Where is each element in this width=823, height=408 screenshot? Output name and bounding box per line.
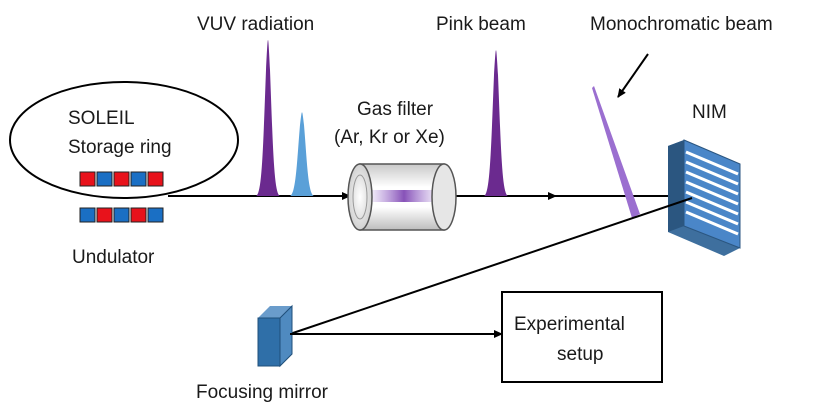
experimental-setup-box [501, 291, 663, 383]
vuv-peak-purple [256, 40, 280, 196]
focusing-mirror [257, 304, 293, 368]
soleil-label: SOLEIL [68, 108, 135, 129]
undulator [79, 171, 164, 223]
gas-filter [347, 163, 457, 231]
vuv-radiation-label: VUV radiation [197, 14, 314, 35]
experimental-setup-label: Experimental [514, 314, 625, 335]
experimental-setup-label-2: setup [557, 344, 603, 365]
undulator-magnet-top-red [79, 171, 96, 187]
pink-beam-label: Pink beam [436, 14, 526, 35]
gas-filter-label: Gas filter [357, 99, 434, 120]
undulator-magnet-bottom-red [130, 207, 147, 223]
undulator-magnet-bottom-blue [79, 207, 96, 223]
monochromatic-beam-streak [592, 86, 640, 218]
undulator-magnet-bottom-blue [147, 207, 164, 223]
monochromatic-arrow [617, 53, 649, 98]
storage-ring-label: Storage ring [68, 137, 172, 158]
monochromatic-beam-label: Monochromatic beam [590, 14, 773, 35]
undulator-magnet-bottom-blue [113, 207, 130, 223]
vuv-peak-blue [290, 112, 314, 196]
storage-ring [9, 81, 239, 199]
nim-label: NIM [692, 102, 727, 123]
beam-nim-to-mirror [289, 197, 693, 335]
pink-beam-peak [484, 50, 508, 196]
nim-grating [668, 139, 741, 256]
undulator-magnet-top-red [113, 171, 130, 187]
focusing-mirror-label: Focusing mirror [196, 382, 329, 403]
undulator-magnet-top-blue [96, 171, 113, 187]
gas-filter-gases-label: (Ar, Kr or Xe) [334, 127, 445, 148]
undulator-magnet-top-blue [130, 171, 147, 187]
undulator-label: Undulator [72, 247, 155, 268]
undulator-magnet-bottom-red [96, 207, 113, 223]
undulator-magnet-top-red [147, 171, 164, 187]
